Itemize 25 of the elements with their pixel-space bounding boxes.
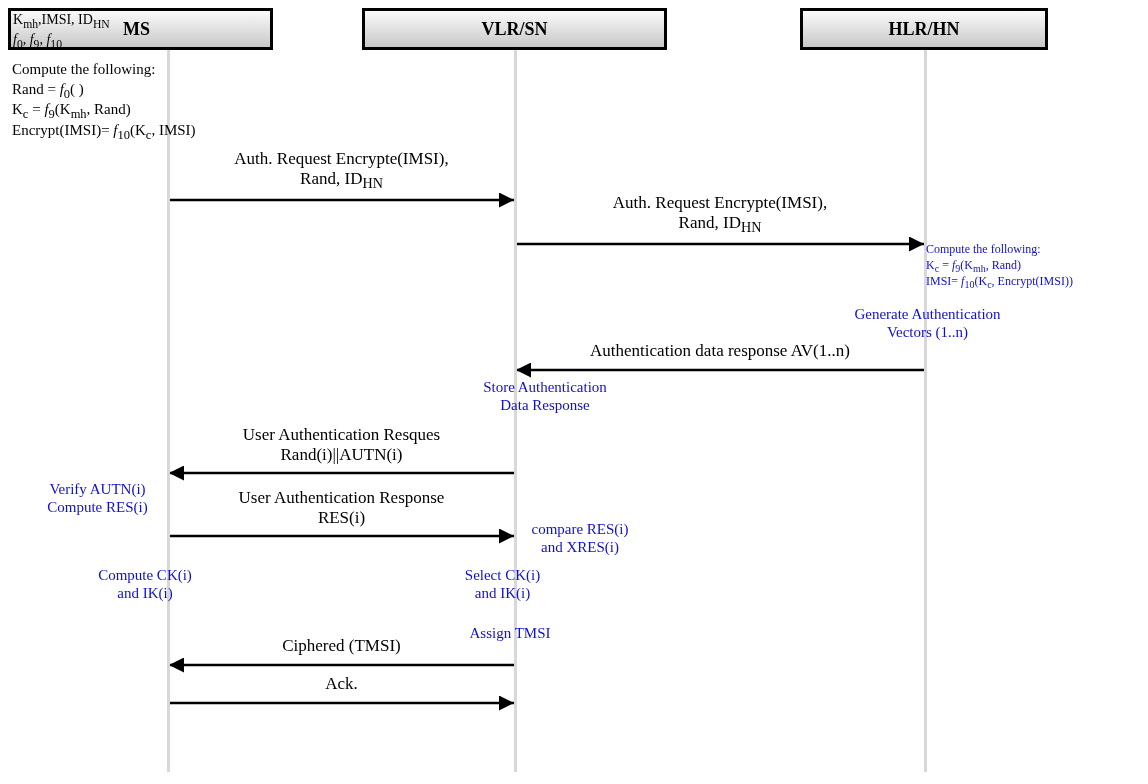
annotation-text: IMSI= f$_{10}$(K$_{c}$, Encrypt(IMSI))	[926, 274, 1073, 292]
message-arrow	[169, 528, 514, 544]
annotation-text: Generate Authentication Vectors (1..n)	[853, 305, 1002, 341]
annotation-text: Compute the following:	[926, 242, 1041, 257]
note-text: Compute the following:	[12, 60, 156, 78]
annotation-text: K$_{c}$ = f$_{9}$(K$_{mh}$, Rand)	[926, 258, 1022, 276]
annotation-text: Verify AUTN(i) Compute RES(i)	[46, 480, 149, 516]
note-text: Rand = f$_{0}$( )	[12, 80, 84, 102]
message-arrow	[169, 695, 514, 711]
annotation-text: Select CK(i) and IK(i)	[463, 566, 542, 602]
lifeline-title: MS	[123, 19, 150, 40]
message-arrow	[169, 192, 514, 208]
note-text: K$_{c}$ = f$_{9}$(K$_{mh}$, Rand)	[12, 100, 131, 122]
message-arrow	[516, 236, 924, 252]
note-text: Encrypt(IMSI)= f$_{10}$(K$_{c}$, IMSI)	[12, 121, 196, 143]
annotation-text: compare RES(i) and XRES(i)	[530, 520, 630, 556]
lifeline-parameters: K$_{mh}$,IMSI, ID$_{HN}$	[13, 13, 110, 31]
lifeline-title: HLR/HN	[888, 19, 960, 40]
annotation-text: Compute CK(i) and IK(i)	[97, 566, 193, 602]
message-arrow	[516, 362, 924, 378]
annotation-text: Assign TMSI	[468, 624, 552, 642]
lifeline-title: VLR/SN	[481, 19, 548, 40]
annotation-text: Store Authentication Data Response	[482, 378, 608, 414]
message-arrow	[169, 465, 514, 481]
message-arrow	[169, 657, 514, 673]
